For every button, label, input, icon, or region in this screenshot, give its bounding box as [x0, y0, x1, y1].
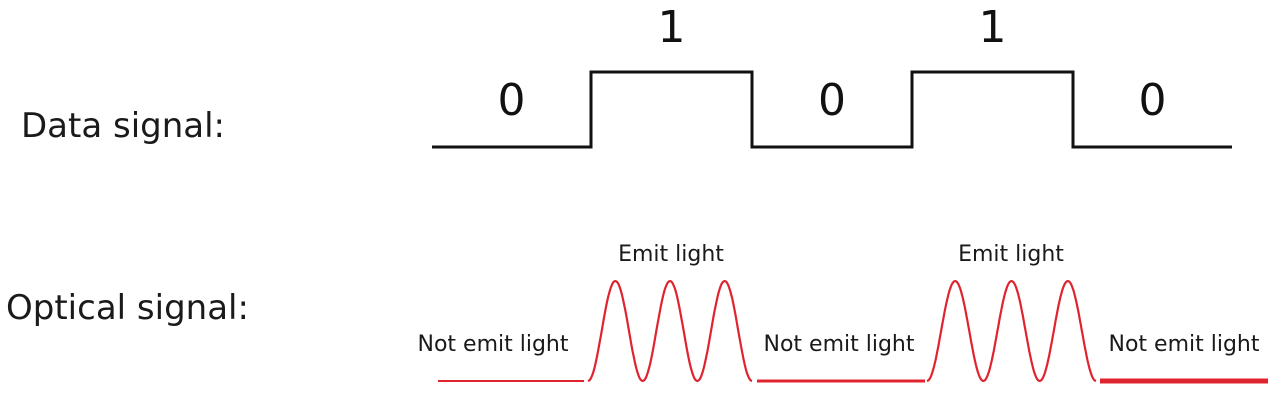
- bit-label: 0: [1139, 75, 1167, 126]
- not-emit-light-label: Not emit light: [1109, 332, 1260, 357]
- emit-light-wave: [926, 279, 1097, 383]
- bit-label: 0: [818, 75, 846, 126]
- not-emit-light-label: Not emit light: [764, 332, 915, 357]
- data-signal-waveform: 0 1 0 1 0: [432, 2, 1232, 149]
- emit-light-label: Emit light: [958, 242, 1064, 267]
- data-signal-label: Data signal:: [21, 106, 226, 146]
- bit-label: 1: [979, 2, 1007, 53]
- data-signal-line: [432, 70, 1232, 149]
- bit-label: 0: [498, 75, 526, 126]
- bit-label: 1: [658, 2, 686, 53]
- not-emit-light-label: Not emit light: [418, 332, 569, 357]
- emit-light-wave: [587, 279, 753, 383]
- optical-signal-label: Optical signal:: [6, 288, 249, 328]
- emit-light-label: Emit light: [618, 242, 724, 267]
